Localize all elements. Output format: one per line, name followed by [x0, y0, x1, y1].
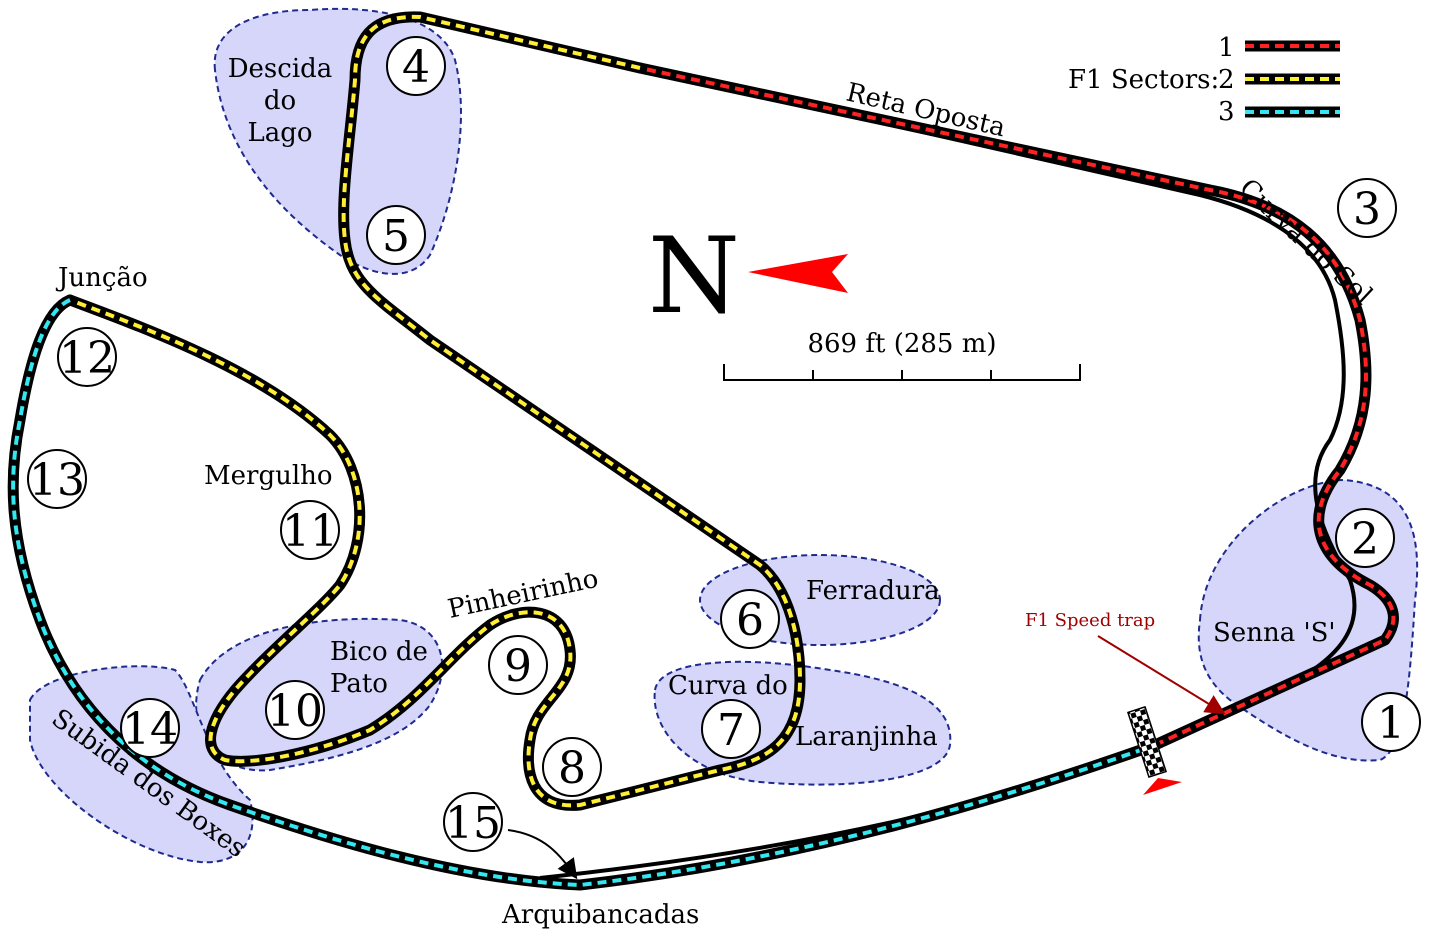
label-laranjinha: Laranjinha: [795, 722, 938, 752]
legend: F1 Sectors: 1 2 3: [1068, 33, 1340, 127]
track: [7, 11, 1399, 891]
legend-item-1-label: 1: [1218, 33, 1235, 63]
legend-title: F1 Sectors:: [1068, 65, 1219, 95]
speed-trap-annotation: F1 Speed trap: [1025, 610, 1226, 715]
label-bico-line2: Pato: [330, 669, 388, 699]
turn-marker-10: 10: [265, 680, 325, 740]
turn-marker-8: 8: [542, 737, 602, 797]
turn-number: 10: [267, 686, 323, 737]
turn-number: 4: [402, 42, 430, 93]
turn-number: 8: [558, 743, 586, 794]
north-arrow-icon: [748, 254, 848, 293]
turn-number: 14: [122, 704, 178, 755]
scale-bar: 869 ft (285 m): [723, 329, 1081, 381]
turn-marker-4: 4: [386, 36, 446, 96]
sector-1-dash: [639, 66, 1396, 747]
turn-15-pointer: [507, 829, 578, 880]
turn-number: 15: [445, 798, 501, 849]
label-descida-line2: do: [264, 86, 296, 116]
turn-markers: 1 2 3 4 5 6 7 8 9 10 11 12 13 14 15: [27, 36, 1421, 852]
turn-number: 1: [1377, 698, 1405, 749]
turn-marker-9: 9: [488, 635, 548, 695]
compass: N: [648, 215, 848, 337]
label-arquibancadas: Arquibancadas: [501, 900, 699, 930]
turn-number: 9: [504, 641, 532, 692]
turn-number: 12: [59, 333, 115, 384]
turn-marker-12: 12: [57, 327, 117, 387]
label-bico-line1: Bico de: [330, 637, 428, 667]
turn-marker-3: 3: [1337, 178, 1397, 238]
turn-marker-6: 6: [720, 589, 780, 649]
speed-trap-label: F1 Speed trap: [1025, 610, 1155, 631]
turn-marker-5: 5: [366, 205, 426, 265]
label-ferradura: Ferradura: [806, 576, 940, 606]
turn-marker-14: 14: [120, 698, 180, 758]
compass-letter: N: [648, 215, 740, 337]
label-mergulho: Mergulho: [204, 461, 333, 491]
turn-number: 6: [736, 595, 764, 646]
turn-marker-2: 2: [1335, 508, 1395, 568]
turn-number: 2: [1351, 514, 1379, 565]
label-descida-line3: Lago: [247, 118, 312, 148]
legend-item-2-label: 2: [1218, 65, 1235, 95]
start-finish-line-icon: [1126, 705, 1168, 779]
direction-arrow-icon: [1143, 778, 1182, 795]
sector-2-dash: [69, 14, 803, 808]
label-curva-do: Curva do: [668, 671, 788, 701]
label-juncao: Junção: [55, 263, 148, 293]
turn-marker-13: 13: [27, 449, 87, 509]
label-senna-s: Senna 'S': [1213, 618, 1336, 648]
legend-item-3-label: 3: [1218, 97, 1235, 127]
turn-marker-1: 1: [1361, 692, 1421, 752]
turn-marker-15: 15: [443, 792, 503, 852]
turn-number: 13: [29, 455, 85, 506]
sector-3-dash: [11, 298, 1156, 888]
turn-number: 3: [1353, 184, 1381, 235]
speed-trap-arrow: [1097, 635, 1226, 715]
label-descida-line1: Descida: [228, 54, 333, 84]
turn-number: 11: [282, 506, 338, 557]
turn-marker-7: 7: [701, 699, 761, 759]
turn-marker-11: 11: [280, 500, 340, 560]
turn-number: 7: [717, 705, 745, 756]
turn-number: 5: [382, 211, 410, 262]
scale-label: 869 ft (285 m): [807, 329, 996, 359]
